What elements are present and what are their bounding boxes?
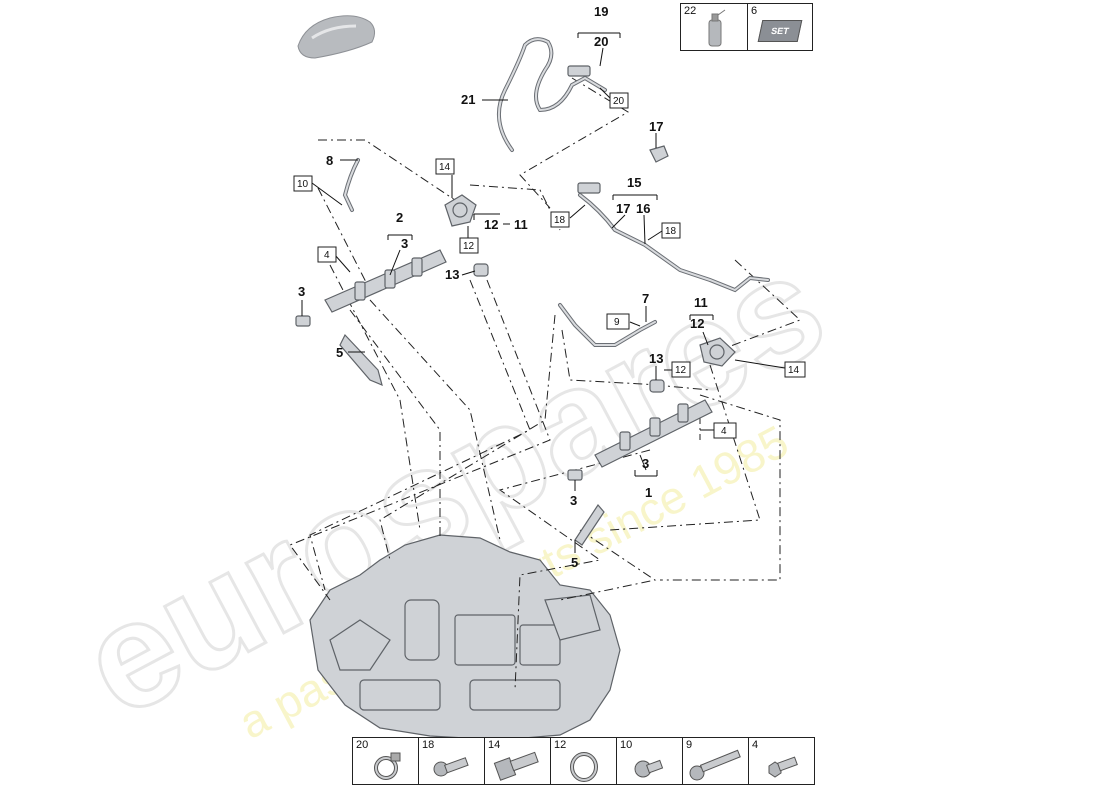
heat-shield-5-left[interactable] [339,333,383,387]
legend-number: 6 [751,5,758,17]
callout-3-left: 3 [298,284,305,299]
engine-block[interactable] [309,534,621,741]
legend-number: 14 [488,739,501,751]
sensor-3-left[interactable] [295,315,311,327]
box-callout-4-b: 4 [721,426,727,437]
sensor-3-right[interactable] [567,469,583,481]
box-callout-9: 9 [614,317,620,328]
fuel-line-15[interactable] [577,182,770,293]
callout-3-rail: 3 [401,236,408,251]
spray-can-icon [708,9,726,47]
socket-screw-icon [493,751,539,781]
box-callout-18-a: 18 [554,215,566,226]
callout-11-right: 11 [694,295,708,310]
legend-item-12[interactable]: 12 [551,738,617,784]
fuel-rail-left[interactable] [324,249,447,313]
high-pressure-pump-right[interactable] [699,337,736,367]
long-bolt-icon [689,749,741,781]
legend-number: 22 [684,5,697,17]
flange-bolt-icon [634,759,664,778]
pressure-sensor-17[interactable] [649,145,669,163]
callout-17-top: 17 [649,119,663,134]
callout-19: 19 [594,4,608,19]
legend-number: 9 [686,739,693,751]
callout-20: 20 [594,34,608,49]
legend-item-18[interactable]: 18 [419,738,485,784]
callout-15: 15 [627,175,641,190]
short-bolt-icon [433,757,469,777]
legend-item-4[interactable]: 4 [749,738,814,784]
callout-1: 1 [645,485,652,500]
o-ring-icon [570,752,598,782]
hex-bolt-icon [768,756,798,778]
box-callout-18-b: 18 [665,226,677,237]
heat-shield-5-right[interactable] [574,504,605,546]
set-box-icon: SET [757,20,803,42]
top-legend: 22 6 SET [680,3,813,51]
dashed-connectors [289,77,801,691]
callout-13-left: 13 [445,267,459,282]
box-callout-12-a: 12 [463,241,475,252]
legend-number: 4 [752,739,759,751]
callout-12-pump: 12 [484,217,498,232]
box-callout-14-a: 14 [439,162,451,173]
box-callout-20: 20 [613,96,625,107]
car-thumbnail-icon[interactable] [297,15,376,59]
legend-number: 20 [356,739,369,751]
legend-item-spray[interactable]: 22 [681,4,748,50]
hose-clamp-icon [374,752,401,780]
leader-lines [301,32,786,553]
callout-3-railright: 3 [642,456,649,471]
callout-2: 2 [396,210,403,225]
legend-item-set[interactable]: 6 SET [748,4,812,50]
callout-3-right: 3 [570,493,577,508]
legend-number: 12 [554,739,567,751]
callout-5-left: 5 [336,345,343,360]
callout-5-right: 5 [571,555,578,570]
legend-item-10[interactable]: 10 [617,738,683,784]
upper-fuel-line[interactable] [496,37,607,152]
legend-number: 10 [620,739,633,751]
legend-item-14[interactable]: 14 [485,738,551,784]
legend-number: 18 [422,739,435,751]
box-callout-4-a: 4 [324,250,330,261]
fuel-lead-8[interactable] [342,158,360,212]
legend-item-20[interactable]: 20 [353,738,419,784]
o-ring-13-right[interactable] [649,379,665,393]
callout-21: 21 [461,92,475,107]
box-callout-10: 10 [297,179,309,190]
callout-numbers: 19 20 21 17 15 17 16 8 12 11 2 3 13 3 5 … [298,4,708,570]
callout-17: 17 [616,201,630,216]
fuel-rail-right[interactable] [594,399,713,468]
legend-item-9[interactable]: 9 [683,738,749,784]
box-callout-12-b: 12 [675,365,687,376]
box-callout-14-b: 14 [788,365,800,376]
high-pressure-pump-left[interactable] [444,194,477,227]
callout-7: 7 [642,291,649,306]
callout-8: 8 [326,153,333,168]
boxed-callouts: 20 18 18 10 14 12 4 9 14 12 4 [293,92,806,439]
bottom-legend: 20 18 14 12 10 9 [352,737,815,785]
callout-12-right: 12 [690,316,704,331]
callout-13-right: 13 [649,351,663,366]
fuel-line-7[interactable] [558,303,657,347]
o-ring-13-left[interactable] [473,263,489,277]
callout-11-pump: 11 [514,217,528,232]
callout-16: 16 [636,201,650,216]
